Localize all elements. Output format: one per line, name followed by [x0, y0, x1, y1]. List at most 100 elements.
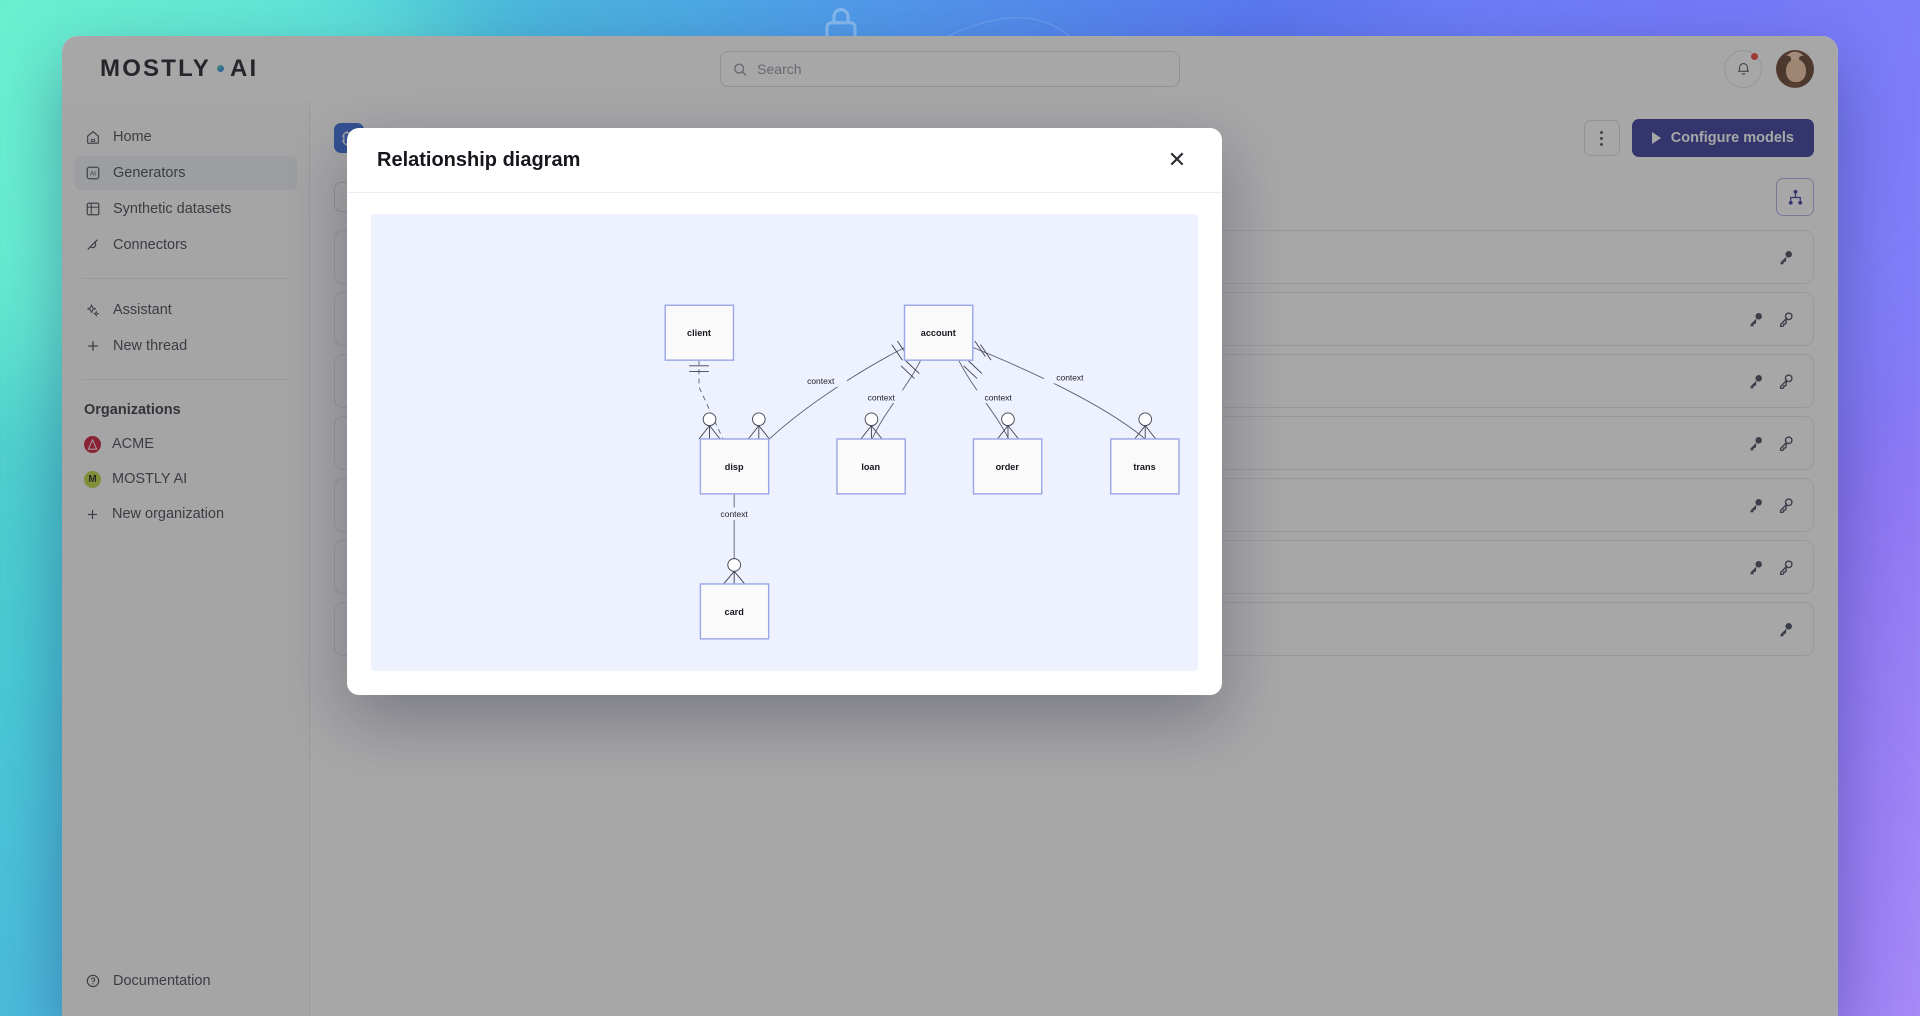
entity-label: trans	[1133, 462, 1155, 472]
plus-icon	[84, 337, 102, 355]
entity-label: order	[996, 462, 1020, 472]
organization-label: ACME	[112, 436, 154, 452]
svg-text:context: context	[721, 509, 749, 519]
edge-account-trans	[972, 347, 1146, 440]
organization-item-mostly-ai[interactable]: M MOSTLY AI	[74, 463, 297, 495]
cardinality-many-card	[723, 558, 746, 585]
svg-text:AI: AI	[90, 170, 96, 177]
cardinality-many-trans	[1134, 412, 1157, 440]
primary-key-icon	[1750, 313, 1762, 327]
sidebar-item-label: Assistant	[113, 302, 172, 318]
cardinality-many-loan	[860, 412, 883, 440]
svg-text:context: context	[985, 392, 1013, 402]
kebab-dot	[1600, 130, 1604, 134]
search-container	[720, 51, 1180, 87]
notifications-button[interactable]	[1724, 50, 1762, 88]
row-key-icons	[1777, 620, 1795, 638]
close-icon[interactable]: ✕	[1167, 147, 1187, 172]
entity-node-order[interactable]: order	[972, 438, 1043, 495]
sidebar-item-assistant[interactable]: Assistant	[74, 293, 297, 327]
sidebar-item-label: Documentation	[113, 973, 211, 989]
entity-label: disp	[725, 462, 744, 472]
entity-node-disp[interactable]: disp	[699, 438, 770, 495]
er-diagram: context context context context	[664, 304, 1180, 640]
home-icon	[84, 128, 102, 146]
entity-label: client	[687, 328, 711, 338]
mostly-ai-logo-icon: M	[84, 470, 101, 488]
primary-key-icon	[1780, 251, 1792, 265]
row-key-icons	[1747, 372, 1795, 390]
sidebar-item-documentation[interactable]: Documentation	[74, 964, 297, 998]
edge-label-account-order: context	[972, 390, 1025, 404]
avatar[interactable]	[1776, 50, 1814, 88]
sidebar-item-generators[interactable]: AI Generators	[74, 156, 297, 190]
entity-node-card[interactable]: card	[699, 583, 770, 640]
edge-label-account-trans: context	[1043, 370, 1096, 384]
sidebar-item-synthetic-datasets[interactable]: Synthetic datasets	[74, 192, 297, 226]
generators-icon: AI	[84, 164, 102, 182]
primary-key-icon	[1750, 437, 1762, 451]
top-bar: MOSTLY AI	[62, 36, 1838, 102]
sidebar-item-label: Generators	[113, 165, 186, 181]
configure-models-button[interactable]: Configure models	[1631, 119, 1814, 157]
new-organization-label: New organization	[112, 506, 225, 522]
relationship-diagram-button[interactable]	[1776, 178, 1814, 216]
primary-key-icon	[1750, 375, 1762, 389]
primary-key-icon	[1750, 561, 1762, 575]
organization-label: MOSTLY AI	[112, 471, 188, 487]
app-logo[interactable]: MOSTLY AI	[86, 55, 258, 83]
edge-account-disp	[769, 347, 905, 440]
sidebar-item-connectors[interactable]: Connectors	[74, 228, 297, 262]
more-options-button[interactable]	[1583, 120, 1620, 156]
new-organization-button[interactable]: New organization	[74, 498, 297, 530]
configure-models-label: Configure models	[1670, 130, 1794, 146]
sidebar-item-label: Synthetic datasets	[113, 201, 232, 217]
search-icon	[734, 63, 747, 76]
foreign-key-icon	[1779, 312, 1793, 328]
sidebar-item-label: Connectors	[113, 237, 188, 253]
edge-label-account-disp: context	[794, 374, 847, 387]
sparkle-icon	[84, 301, 102, 319]
cardinality-many-disp-from-client	[698, 412, 721, 440]
cardinality-many-order	[997, 412, 1019, 440]
edge-label-disp-card: context	[708, 507, 761, 520]
synthetic-datasets-icon	[84, 200, 102, 218]
primary-key-icon	[1750, 499, 1762, 513]
bell-icon	[1737, 62, 1749, 75]
cardinality-one-account-order	[963, 360, 983, 379]
sidebar-item-label: New thread	[113, 338, 188, 354]
entity-label: account	[921, 328, 956, 338]
sidebar-item-new-thread[interactable]: New thread	[74, 329, 297, 363]
organization-item-acme[interactable]: ACME	[74, 428, 297, 460]
sidebar-item-home[interactable]: Home	[74, 120, 297, 154]
search-input[interactable]	[757, 61, 1167, 77]
row-key-icons	[1747, 558, 1795, 576]
acme-logo-icon	[84, 435, 101, 453]
cardinality-many-disp-from-account	[747, 412, 770, 440]
diagram-canvas[interactable]: context context context context	[371, 214, 1198, 671]
play-icon	[1651, 132, 1661, 144]
row-key-icons	[1747, 310, 1795, 328]
modal-header: Relationship diagram ✕	[347, 128, 1222, 193]
avatar-face	[1786, 59, 1806, 82]
entity-label: loan	[861, 462, 880, 472]
svg-text:context: context	[807, 376, 835, 386]
foreign-key-icon	[1779, 436, 1793, 452]
modal-title: Relationship diagram	[377, 148, 581, 171]
cardinality-one-client	[689, 365, 709, 372]
entity-node-loan[interactable]: loan	[836, 438, 906, 495]
organization-badge-letter: M	[88, 473, 97, 485]
row-key-icons	[1747, 496, 1795, 514]
entity-node-account[interactable]: account	[903, 304, 974, 361]
row-key-icons	[1747, 434, 1795, 452]
svg-text:context: context	[868, 392, 896, 402]
svg-text:context: context	[1056, 373, 1084, 383]
plus-icon	[84, 506, 101, 523]
foreign-key-icon	[1779, 374, 1793, 390]
entity-node-trans[interactable]: trans	[1110, 438, 1180, 495]
search-box[interactable]	[720, 51, 1180, 87]
sidebar-item-label: Home	[113, 129, 152, 145]
entity-node-client[interactable]: client	[664, 304, 735, 361]
help-circle-icon	[84, 972, 102, 990]
